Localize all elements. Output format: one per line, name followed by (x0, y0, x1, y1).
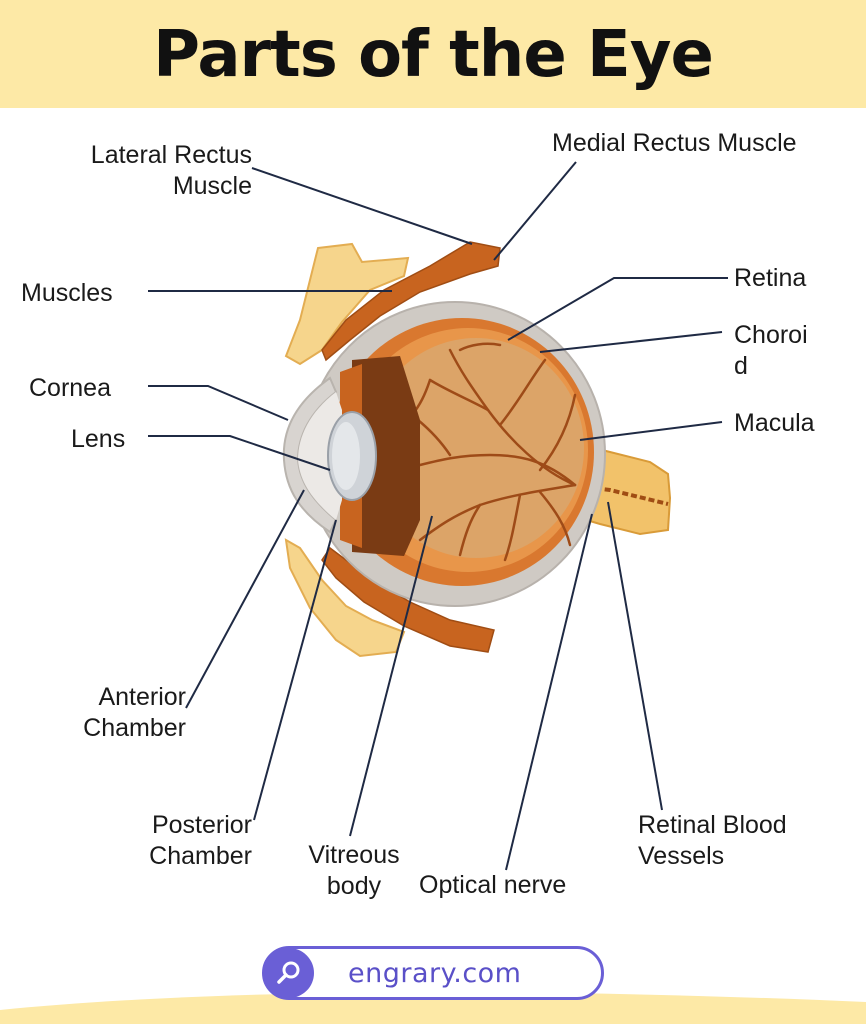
label-medial-rectus-muscle: Medial Rectus Muscle (552, 129, 797, 157)
lens-highlight (332, 422, 360, 490)
website-url[interactable]: engrary.com (348, 957, 522, 989)
label-posterior-chamber: Posterior Chamber (100, 810, 252, 872)
leader-lines (148, 161, 728, 871)
header-banner: Parts of the Eye (0, 0, 866, 108)
label-optical-nerve: Optical nerve (419, 871, 567, 899)
footer-wave (0, 992, 866, 1024)
label-retinal-blood-vessels: Retinal Blood Vessels (638, 810, 787, 872)
label-line: Chamber (149, 842, 252, 870)
label-macula: Macula (734, 409, 815, 437)
optic-nerve-vessel (559, 482, 669, 506)
upper-muscle-pale (284, 242, 410, 366)
label-vitreous-body: Vitreous body (272, 840, 436, 902)
vitreous-body (368, 338, 584, 558)
label-line: body (326, 872, 382, 900)
website-search-bar[interactable]: engrary.com (262, 946, 604, 1000)
label-lateral-rectus-muscle: Lateral Rectus Muscle (40, 140, 252, 202)
label-line: Vessels (638, 842, 725, 870)
label-line: Muscle (172, 172, 252, 200)
label-line: Retinal Blood (638, 811, 787, 839)
label-line: Posterior (151, 811, 252, 839)
label-anterior-chamber: Anterior Chamber (40, 682, 186, 744)
label-retina: Retina (734, 264, 807, 292)
label-line: Choroi (734, 321, 808, 349)
search-icon[interactable] (264, 948, 314, 998)
search-icon-glyph (277, 961, 300, 984)
label-line: Vitreous (308, 841, 400, 869)
label-choroid: Choroi d (734, 320, 808, 382)
posterior-chamber (352, 356, 420, 556)
anterior-chamber (298, 392, 342, 520)
label-line: d (734, 352, 748, 380)
retinal-blood-vessels (410, 342, 577, 562)
label-cornea: Cornea (29, 374, 111, 402)
label-line: Lateral Rectus (90, 141, 252, 169)
label-muscles: Muscles (21, 279, 113, 307)
label-lens: Lens (71, 425, 126, 453)
page-title: Parts of the Eye (153, 18, 714, 92)
lower-rectus-muscle (321, 546, 495, 653)
label-line: Anterior (98, 683, 186, 711)
label-line: Chamber (83, 714, 186, 742)
